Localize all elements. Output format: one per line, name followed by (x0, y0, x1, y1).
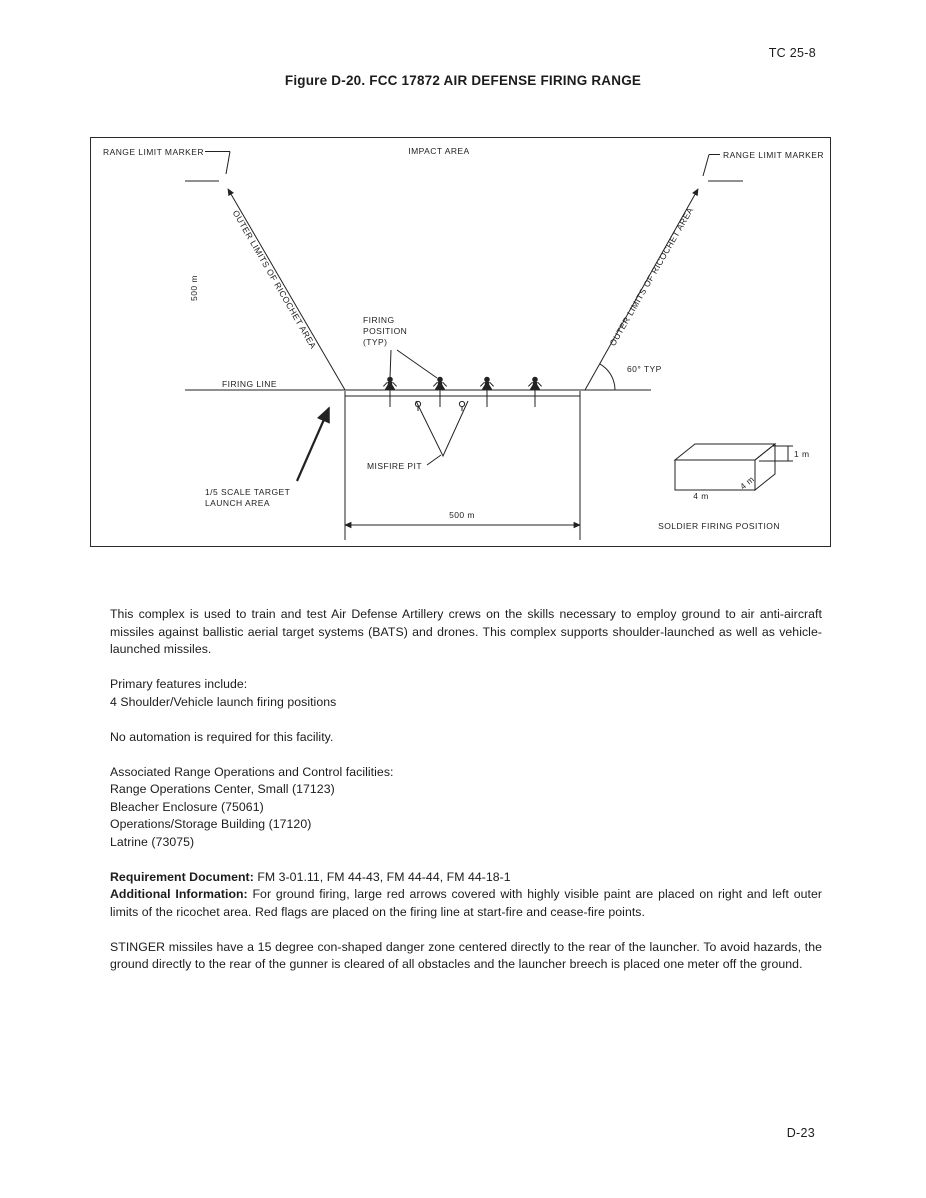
target-launch-area-callout: 1/5 SCALE TARGET LAUNCH AREA (205, 406, 331, 508)
ricochet-limit-line-right (584, 188, 699, 391)
associated-heading: Associated Range Operations and Control … (110, 764, 394, 779)
soldier-firing-position-label: SOLDIER FIRING POSITION (658, 521, 780, 531)
range-limit-marker-left-label: RANGE LIMIT MARKER (103, 147, 204, 157)
firing-position-label-line3: (TYP) (363, 337, 387, 347)
angle-arc (599, 363, 616, 391)
firing-position-label-line2: POSITION (363, 326, 407, 336)
bottom-distance-label: 500 m (449, 510, 475, 520)
page-number: D-23 (786, 1126, 815, 1140)
target-launch-label-line1: 1/5 SCALE TARGET (205, 487, 290, 497)
target-launch-label-line2: LAUNCH AREA (205, 498, 270, 508)
firing-position-symbol (527, 376, 543, 408)
firing-range-diagram: IMPACT AREA RANGE LIMIT MARKER RANGE LIM… (90, 137, 831, 547)
associated-item: Operations/Storage Building (17120) (110, 817, 312, 831)
firing-position-symbol (479, 376, 495, 408)
impact-area-label: IMPACT AREA (408, 146, 469, 156)
features-item: 4 Shoulder/Vehicle launch firing positio… (110, 694, 337, 709)
figure-title: Figure D-20. FCC 17872 AIR DEFENSE FIRIN… (284, 73, 642, 88)
automation-note: No automation is required for this facil… (110, 729, 334, 744)
additional-line: Additional Information: For ground firin… (110, 886, 822, 921)
firing-position-label-line1: FIRING (363, 315, 395, 325)
associated-item: Range Operations Center, Small (17123) (110, 782, 335, 796)
range-limit-marker-left: RANGE LIMIT MARKER (103, 147, 231, 182)
associated-item: Latrine (73075) (110, 834, 195, 849)
soldier-firing-position-detail: 1 m 4 m 4 m SOLDIER FIRING POSITION (658, 442, 810, 531)
misfire-pit: MISFIRE PIT (367, 400, 469, 471)
box-side-label: 4 m (738, 474, 756, 492)
additional-label: Additional Information: (110, 887, 248, 901)
firing-range-diagram-svg: IMPACT AREA RANGE LIMIT MARKER RANGE LIM… (103, 146, 824, 540)
requirement-label: Requirement Document: (110, 869, 254, 884)
requirements-block: Requirement Document: FM 3-01.11, FM 44-… (110, 869, 822, 922)
firing-position-callout: FIRING POSITION (TYP) (363, 315, 438, 379)
intro-paragraph: This complex is used to train and test A… (110, 607, 822, 656)
outer-limits-right-label: OUTER LIMITS OF RICOCHET AREA (607, 205, 695, 347)
box-front-label: 4 m (693, 491, 709, 501)
additional-text: For ground firing, large red arrows cove… (110, 887, 822, 919)
outer-limits-left-label: OUTER LIMITS OF RICOCHET AREA (231, 208, 319, 350)
left-distance-label: 500 m (189, 275, 199, 301)
features-block: Primary features include: 4 Shoulder/Veh… (110, 676, 822, 711)
requirement-line: Requirement Document: FM 3-01.11, FM 44-… (110, 869, 822, 887)
range-limit-marker-right-label: RANGE LIMIT MARKER (723, 150, 824, 160)
features-heading: Primary features include: (110, 677, 248, 691)
ricochet-limit-line-left (227, 188, 346, 391)
box-height-label: 1 m (794, 449, 810, 459)
stinger-note: STINGER missiles have a 15 degree con-sh… (110, 939, 822, 972)
angle-label: 60° TYP (627, 364, 662, 374)
firing-position-symbol (382, 376, 398, 408)
associated-facilities-block: Associated Range Operations and Control … (110, 764, 822, 852)
misfire-pit-label: MISFIRE PIT (367, 461, 422, 471)
firing-line-label: FIRING LINE (222, 379, 277, 389)
firing-position-symbol (432, 376, 448, 408)
requirement-text: FM 3-01.11, FM 44-43, FM 44-44, FM 44-18… (257, 869, 511, 884)
body-text: This complex is used to train and test A… (110, 606, 822, 991)
range-limit-marker-right: RANGE LIMIT MARKER (702, 150, 824, 182)
associated-item: Bleacher Enclosure (75061) (110, 799, 264, 814)
doc-number: TC 25-8 (768, 46, 816, 60)
